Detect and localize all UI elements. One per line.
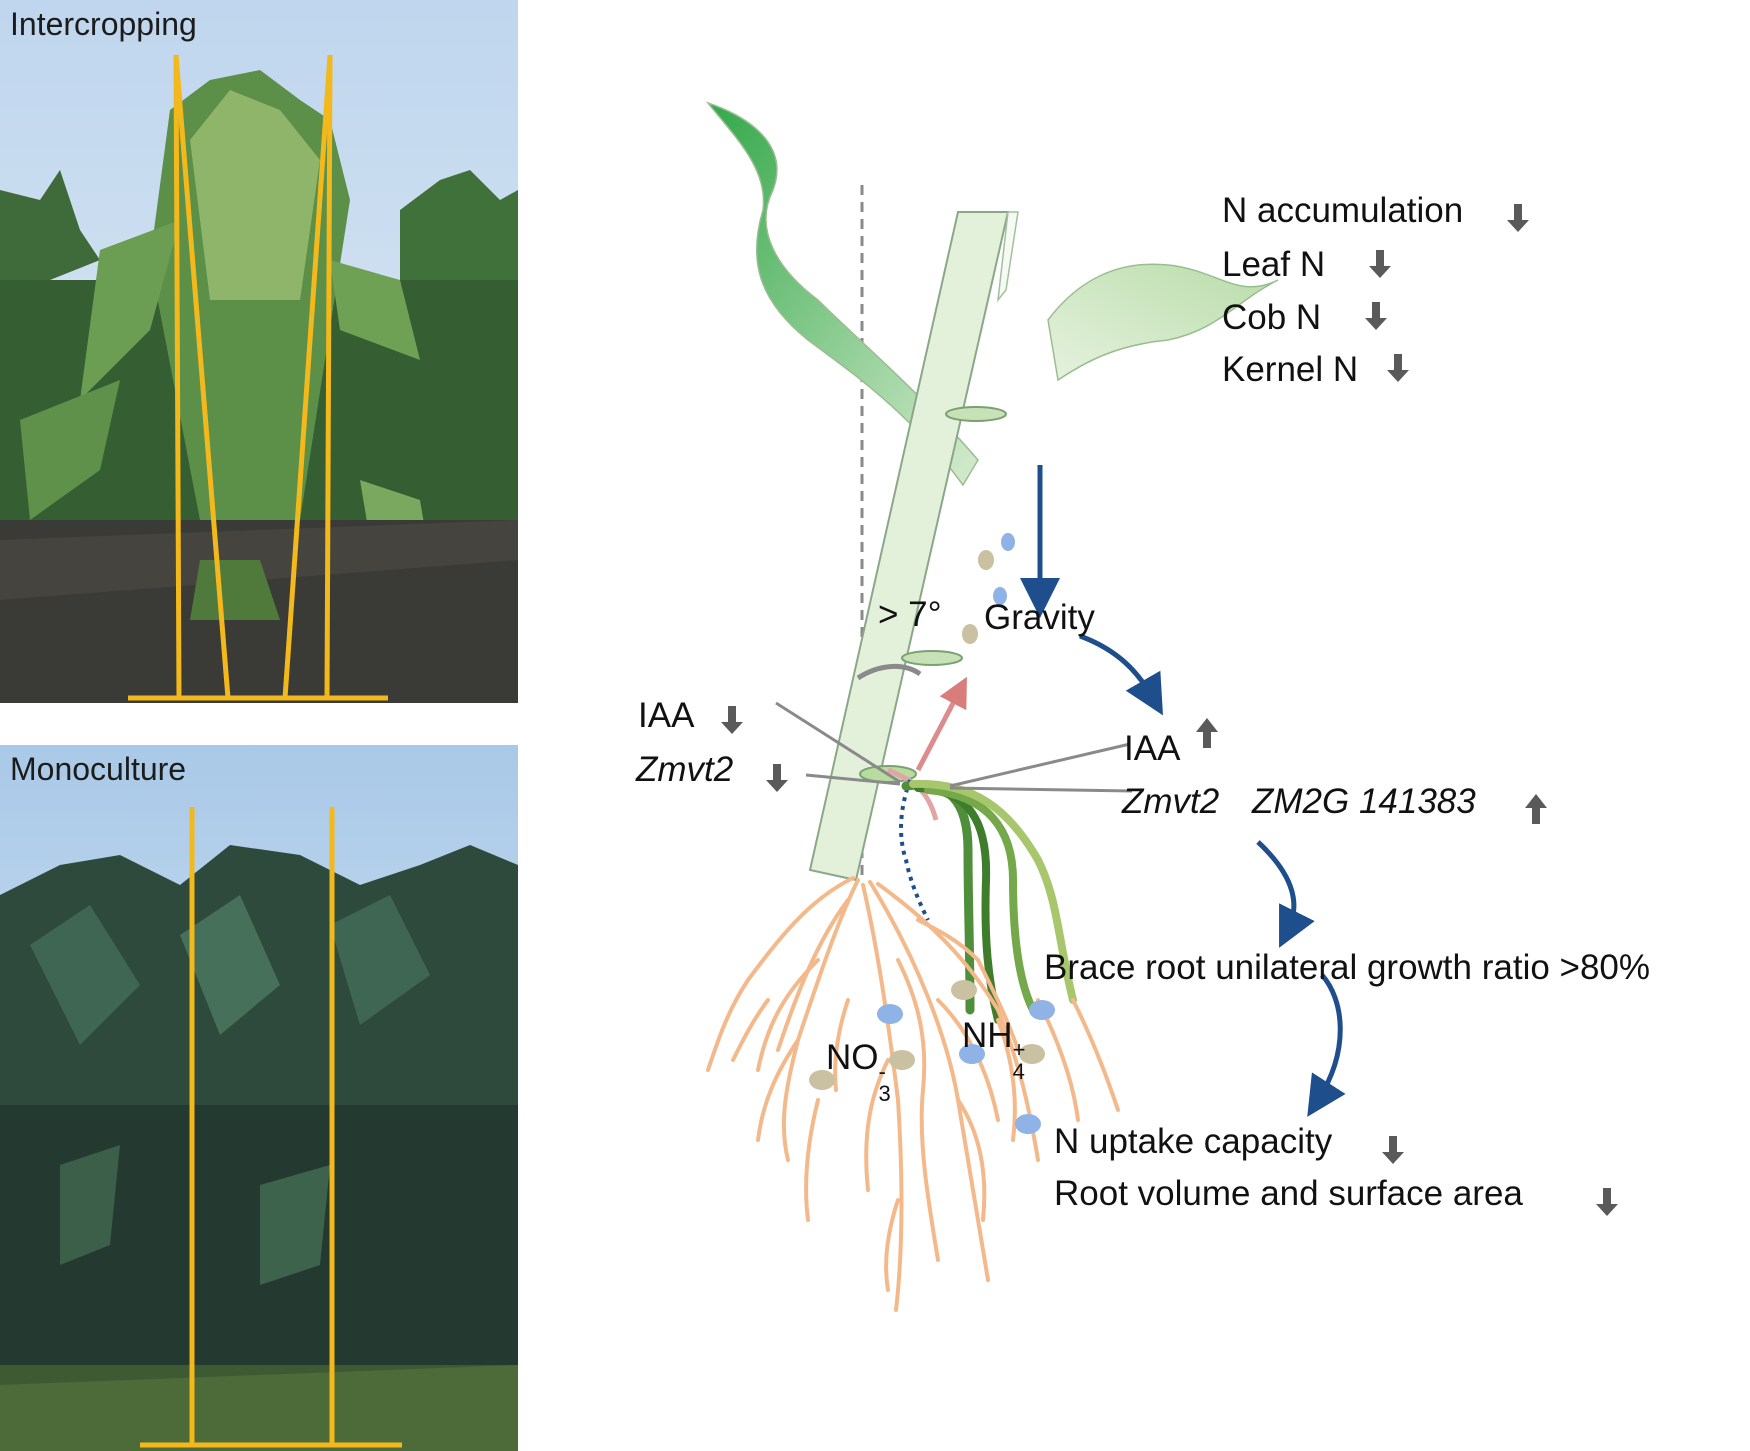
down-arrow-root-volume [1596,1188,1618,1216]
arrow-to-brace-root [1256,840,1315,948]
root-volume-label: Root volume and surface area [1054,1174,1523,1213]
stem-node [945,406,1007,422]
zm2g-label: ZM2G 141383 [1252,782,1476,821]
leaf-n-label: Leaf N [1222,245,1326,284]
leaf-sheath [996,211,1019,303]
down-arrow-n-accumulation [1507,204,1529,232]
nitrate-label: NO-3 [826,1038,895,1105]
zmvt2-left-label: Zmvt2 [636,750,734,789]
monoculture-label: Monoculture [10,751,187,787]
auxin-flow-arrow [915,676,967,772]
nitrogen-particle [978,550,994,570]
ammonium-subscript: 4 [1012,1059,1025,1084]
up-arrow-iaa-right [1196,718,1218,748]
iaa-left-label: IAA [638,696,695,735]
ammonium-label: NH+4 [962,1016,1029,1083]
plant-diagram [705,101,1618,1312]
ammonium-superscript: + [1012,1037,1026,1062]
nitrogen-particle [993,587,1007,605]
down-arrow-iaa-left [721,706,743,734]
down-arrow-kernel-n [1387,354,1409,382]
n-uptake-label: N uptake capacity [1054,1122,1333,1161]
kernel-n-label: Kernel N [1222,350,1359,389]
height-frame-intercropping [128,54,388,701]
root-system [706,876,1120,1312]
cob-n-label: Cob N [1222,298,1322,337]
height-frame-monoculture [140,807,402,1448]
left-leaf [705,101,979,487]
monoculture-photo: Monoculture [0,745,518,1451]
down-arrow-zmvt2-left [766,764,788,792]
up-arrow-zm2g [1525,794,1547,824]
brace-root-label: Brace root unilateral growth ratio >80% [1044,948,1651,987]
intercropping-photo: Intercropping [0,0,518,703]
right-leaf [1047,263,1279,382]
down-arrow-leaf-n [1369,250,1391,278]
pointer-lines [775,701,1133,793]
nitrogen-particle [962,624,978,644]
intercropping-label: Intercropping [10,6,197,42]
arrow-to-uptake [1307,973,1346,1117]
arrow-to-iaa [1079,633,1163,716]
down-arrow-cob-n [1365,302,1387,330]
nitrate-superscript: - [878,1059,886,1084]
nitrogen-particle [1001,533,1015,551]
n-accumulation-label: N accumulation [1222,191,1464,230]
soil-nitrogen-particles [809,980,1055,1134]
stem-node [901,650,963,666]
angle-label: > 7° [878,595,942,634]
blue-arrows [1020,465,1346,1117]
nitrate-base: NO [826,1038,879,1077]
down-arrow-n-uptake [1382,1136,1404,1164]
nitrate-subscript: 3 [878,1081,891,1106]
iaa-right-label: IAA [1124,729,1181,768]
zmvt2-right-label: Zmvt2 [1122,782,1220,821]
ammonium-base: NH [962,1016,1013,1055]
angle-arc [856,663,922,681]
dotted-root-path [899,779,930,921]
gravity-label: Gravity [984,598,1095,637]
